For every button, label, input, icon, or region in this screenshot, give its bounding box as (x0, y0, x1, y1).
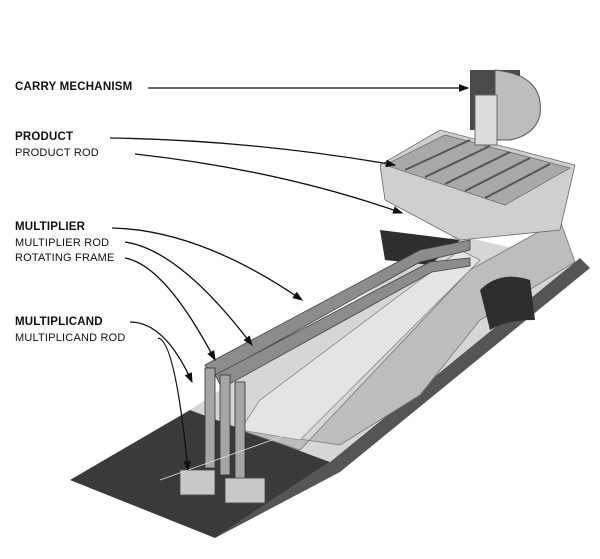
leader-lines (109, 84, 470, 472)
rotating-frame (204, 367, 246, 483)
label-product-rod: PRODUCT ROD (15, 147, 99, 159)
label-rotating-frame: ROTATING FRAME (15, 252, 115, 264)
carry-mechanism (470, 69, 541, 146)
label-carry-mechanism: CARRY MECHANISM (15, 81, 133, 93)
multiplicand-blocks (159, 429, 301, 504)
label-multiplicand: MULTIPLICAND (15, 316, 103, 328)
label-multiplier: MULTIPLIER (15, 221, 86, 233)
product-register (379, 129, 576, 241)
label-multiplicand-rod: MULTIPLICAND ROD (15, 332, 126, 344)
label-product: PRODUCT (15, 131, 74, 143)
label-multiplier-rod: MULTIPLIER ROD (15, 237, 110, 249)
